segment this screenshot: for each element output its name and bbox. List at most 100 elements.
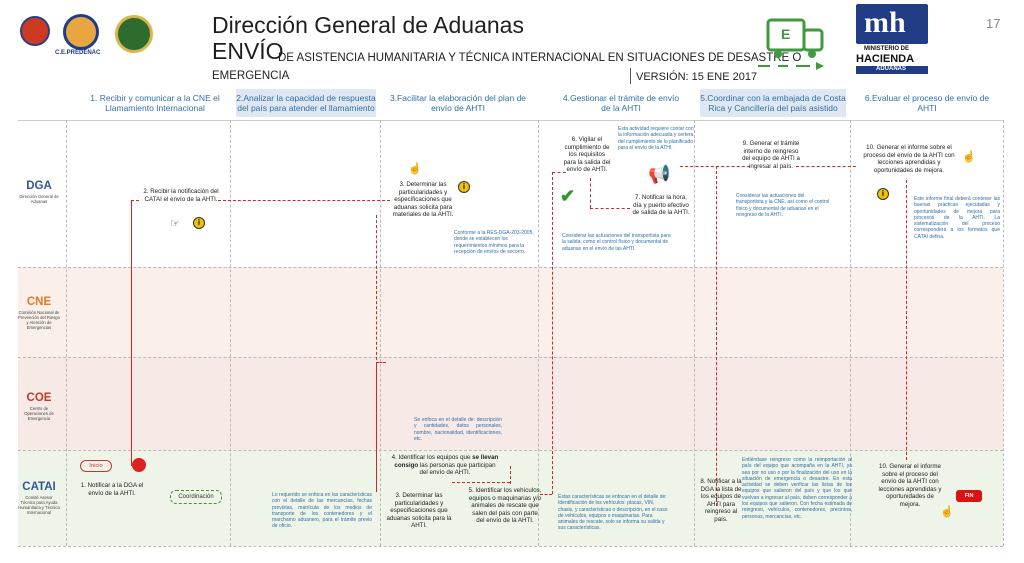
info-icon-s2: i [193, 217, 205, 229]
flow-line-s6-s7 [590, 178, 591, 208]
lane-label-cne: CNE Comisión Nacional de Prevención del … [18, 296, 60, 330]
column-divider-3 [538, 120, 539, 546]
step-9: 9. Generar el trámite interno de reingre… [742, 140, 800, 170]
truck-icon [758, 18, 824, 70]
step-5: 5. Identificar los vehículos, equipos o … [468, 487, 542, 525]
flow-line-s1-up [131, 200, 132, 466]
lane-desc-catai: Comité Asesor Técnico para Ayuda Humanit… [18, 495, 60, 515]
megaphone-icon: 📢 [648, 164, 671, 184]
flow-line-s6-up [552, 172, 553, 494]
step-3-catai: 3. Determinar las particularidades y esp… [386, 492, 452, 530]
step-1: 1. Notificar a la DGA el envío de la AHT… [80, 482, 144, 497]
lane-separator-3 [18, 450, 1003, 451]
version-label: VERSIÓN: 15 ENE 2017 [636, 71, 758, 83]
step-6: 6. Vigilar el cumplimiento de los requis… [563, 136, 611, 174]
column-divider-6 [1003, 120, 1004, 546]
page-subtitle-line2: EMERGENCIA [212, 70, 290, 82]
lane-label-coe: COE Centro de Operaciones de Emergencia [18, 392, 60, 421]
page-number: 17 [986, 16, 1001, 31]
phase-1: 1. Recibir y comunicar a la CNE el Llama… [90, 93, 220, 113]
touch-pointer-icon-catai: ☝ [940, 506, 954, 518]
lane-coe-band [18, 357, 1003, 450]
column-divider-5 [850, 120, 851, 546]
info-icon-s3: i [458, 181, 470, 193]
note-control: Esta actividad requiere contar con la in… [618, 126, 694, 151]
lane-separator-1 [18, 267, 1003, 268]
ministry-mh-logo [856, 4, 928, 44]
page-title: Dirección General de Aduanas [212, 12, 524, 38]
phase-4: 4.Gestionar el trámite de envío de la AH… [562, 93, 680, 113]
phase-6: 6.Evaluar el proceso de envío de AHTI [864, 93, 990, 113]
lane-separator-2 [18, 357, 1003, 358]
column-divider-0 [66, 120, 67, 546]
flow-line-s7-in [590, 208, 630, 209]
note-catai-req: Lo requerido se enfoca en las caracterís… [272, 492, 372, 530]
note-informe: Este informe final deberá contener las b… [914, 196, 1000, 240]
flow-line-s10-down [906, 180, 907, 460]
cepredenac-logo-center [63, 14, 99, 50]
version-divider [630, 68, 631, 84]
flow-line-s7-s9 [680, 166, 750, 167]
note-reentry: Entiéndase reingreso como la reimportaci… [742, 457, 852, 520]
hand-pointing-icon: ☞ [170, 218, 180, 230]
step-7: 7. Notificar la hora, día y puerto efect… [632, 194, 690, 217]
lane-cne-band [18, 267, 1003, 357]
step-3-dga: 3. Determinar las particularidades y esp… [392, 181, 454, 219]
phase-3: 3.Facilitar la elaboración del plan de e… [389, 93, 527, 113]
flow-line-s4-s5 [452, 482, 510, 483]
ministry-name-line1: MINISTERIO DE [864, 46, 910, 52]
step-4-bold: se llevan consigo [394, 454, 499, 469]
note-reingreso: Considerar las actuaciones del transport… [736, 193, 830, 218]
touch-pointer-icon-s10: ☝ [962, 151, 976, 163]
lane-desc-coe: Centro de Operaciones de Emergencia [24, 406, 54, 421]
flow-line-s5-up [510, 466, 511, 484]
note-coe: Se enfoca en el detalle de: descripción … [414, 417, 502, 442]
ministry-name-band [856, 66, 928, 74]
phase-2: 2.Analizar la capacidad de respuesta del… [236, 89, 376, 117]
column-divider-1 [230, 120, 231, 546]
note-transport: Considerar las actuaciones del transport… [562, 233, 671, 252]
lane-code-dga: DGA [26, 180, 52, 192]
lane-code-catai: CATAI [22, 481, 56, 493]
start-node[interactable]: Inicio [80, 460, 112, 472]
flow-line-s9-s10 [796, 166, 856, 167]
lane-desc-dga: Dirección General de Aduanas [19, 194, 59, 204]
end-node[interactable]: FIN [956, 490, 982, 502]
flow-line-s3-down-left [376, 215, 377, 365]
column-divider-2 [380, 120, 381, 546]
checkmark-icon: ✔ [560, 186, 576, 206]
coordination-node[interactable]: Coordinación [170, 490, 222, 504]
lane-label-dga: DGA Dirección General de Aduanas [18, 180, 60, 204]
step-8: 8. Notificar a la DGA la lista de los eq… [700, 478, 742, 523]
note-vehic: Estas características se enfocan en el d… [558, 494, 668, 532]
flow-line-s1-s2 [131, 200, 139, 201]
step-4-post: las personas que participan del envío de… [419, 461, 496, 477]
lane-code-cne: CNE [26, 296, 52, 308]
step-4-pre: 4. Identificar los equipos que [391, 454, 471, 461]
info-icon-s10: i [877, 188, 889, 200]
flow-line-s8-up [716, 166, 717, 506]
phase-5: 5.Coordinar con la embajada de Costa Ric… [700, 89, 846, 117]
flow-line-s3-down [376, 362, 377, 492]
lane-label-catai: CATAI Comité Asesor Técnico para Ayuda H… [18, 481, 60, 515]
step-10-catai: 10. Generar el informe sobre el proceso … [878, 463, 942, 508]
cepredenac-logo-left [20, 16, 50, 46]
speaker-icon-start [132, 458, 146, 472]
lane-separator-bottom [18, 546, 1003, 547]
truck-letter: E [781, 26, 791, 42]
page-subtitle-big: ENVÍO [212, 38, 284, 64]
lane-desc-cne: Comisión Nacional de Prevención del Ries… [18, 310, 60, 330]
page-subtitle-rest: DE ASISTENCIA HUMANITARIA Y TÉCNICA INTE… [278, 52, 802, 64]
step-2: 2. Recibir la notificación del CATAI el … [143, 188, 219, 203]
cepredenac-logo-text: C.E.PREDENAC [55, 50, 101, 56]
ministry-name-line2: HACIENDA [856, 53, 915, 65]
lane-dga-band [18, 120, 1003, 267]
flow-line-to-s6 [552, 172, 566, 173]
ministry-mh-letters: mh [864, 6, 906, 39]
institution-seal-logo [115, 15, 153, 53]
flow-line-s3-join [376, 362, 386, 363]
flow-line-s2-s3 [218, 200, 390, 201]
step-10-dga: 10. Generar el informe sobre el proceso … [863, 144, 955, 174]
lane-code-coe: COE [26, 392, 52, 404]
step-4: 4. Identificar los equipos que se llevan… [390, 454, 500, 477]
